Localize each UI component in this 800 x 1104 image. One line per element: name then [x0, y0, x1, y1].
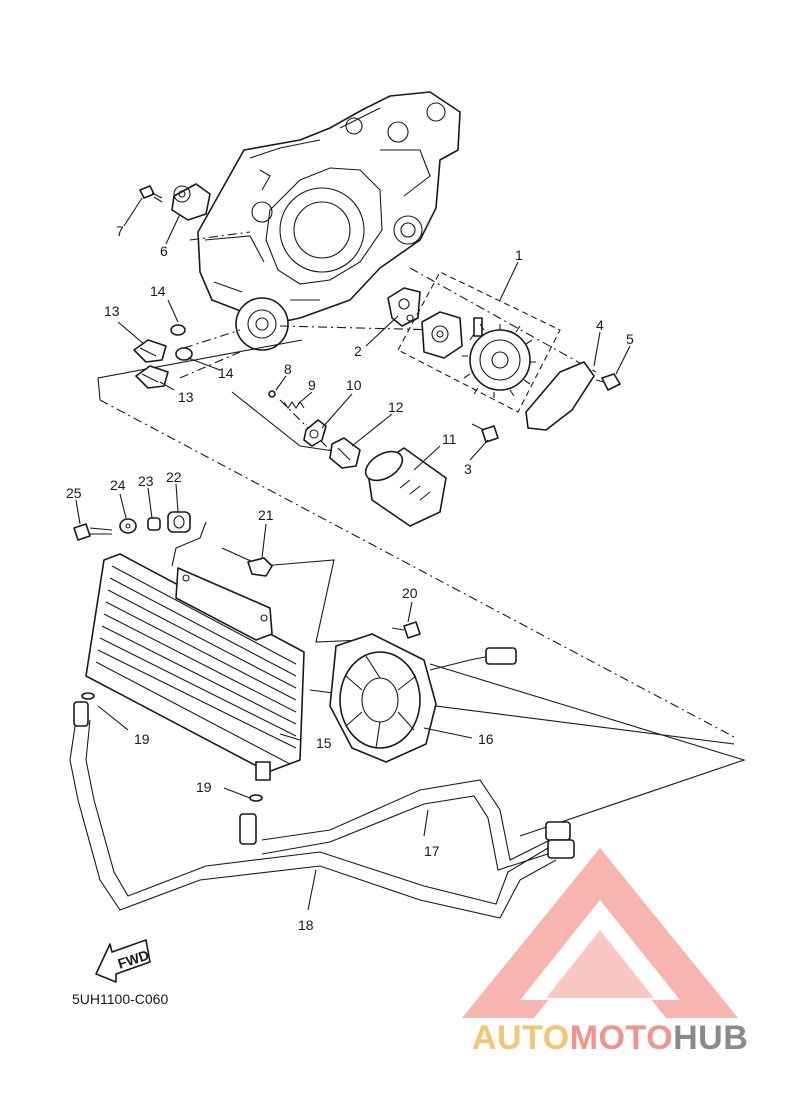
callout-19a: 19	[134, 731, 150, 747]
callout-20: 20	[402, 585, 418, 601]
callout-7: 7	[116, 223, 124, 239]
callout-8: 8	[284, 361, 292, 377]
washer-part-24	[119, 518, 137, 534]
fitting-part-13a	[133, 339, 167, 363]
spring-part-9	[283, 401, 305, 409]
clip-part-21	[247, 557, 273, 577]
callout-13a: 13	[104, 303, 120, 319]
callout-11: 11	[442, 431, 457, 447]
callout-1: 1	[515, 247, 523, 263]
callout-22: 22	[166, 469, 182, 485]
crankcase	[197, 91, 461, 351]
diagram-code: 5UH1100-C060	[72, 991, 169, 1007]
pump-cover-part-4	[525, 361, 595, 431]
hose-part-18	[69, 701, 575, 919]
bolt-part-25	[73, 523, 113, 541]
callout-12: 12	[388, 399, 404, 415]
callout-21: 21	[258, 507, 274, 523]
oring-part-19a	[81, 692, 95, 700]
callout-16: 16	[478, 731, 494, 747]
fitting-part-13b	[135, 365, 169, 389]
oil-filter-part-11	[364, 447, 447, 527]
callout-23: 23	[138, 473, 154, 489]
callout-6: 6	[160, 243, 168, 259]
ball-part-8	[268, 390, 276, 398]
callout-3: 3	[464, 461, 472, 477]
bolt-part-3	[471, 423, 499, 443]
callout-10: 10	[346, 377, 362, 393]
plug-part-6	[171, 183, 211, 221]
callout-14b: 14	[218, 365, 234, 381]
watermark-logo	[462, 848, 738, 1018]
callout-19b: 19	[196, 779, 212, 795]
bolt-part-5	[595, 373, 621, 391]
callout-18: 18	[298, 917, 314, 933]
oring-part-14b	[175, 347, 193, 361]
watermark-hub: HUB	[673, 1019, 749, 1057]
callout-17: 17	[424, 843, 440, 859]
collar-part-23	[147, 517, 161, 531]
callout-labels: 1 2 3 4 5 6 7 8 9 10 11 12 13 13 14 14 1…	[66, 223, 634, 933]
bolt-part-20	[391, 621, 421, 639]
oring-part-19b	[249, 794, 263, 802]
fan-part-16	[329, 633, 517, 763]
callout-4: 4	[596, 317, 604, 333]
callout-5: 5	[626, 331, 634, 347]
callout-24: 24	[110, 477, 126, 493]
callout-9: 9	[308, 377, 316, 393]
washer-part-10	[303, 419, 327, 447]
callout-2: 2	[354, 343, 362, 359]
leader-lines	[75, 197, 631, 911]
oring-part-14a	[170, 324, 186, 336]
callout-13b: 13	[178, 389, 194, 405]
fwd-arrow-icon: FWD	[95, 939, 151, 983]
watermark-moto: MOTO	[569, 1019, 674, 1057]
bolt-part-7	[139, 185, 163, 203]
oil-pump-group-part-1	[397, 271, 561, 413]
callout-15: 15	[316, 735, 332, 751]
oil-cooler-part-15	[85, 553, 305, 781]
watermark-auto: AUTO	[472, 1019, 570, 1057]
collar-part-22	[167, 511, 191, 533]
callout-25: 25	[66, 485, 82, 501]
hose-part-17	[239, 779, 571, 871]
watermark-text: AUTOMOTOHUB	[472, 1019, 748, 1058]
callout-14a: 14	[150, 283, 166, 299]
gasket-part-2	[387, 287, 421, 327]
